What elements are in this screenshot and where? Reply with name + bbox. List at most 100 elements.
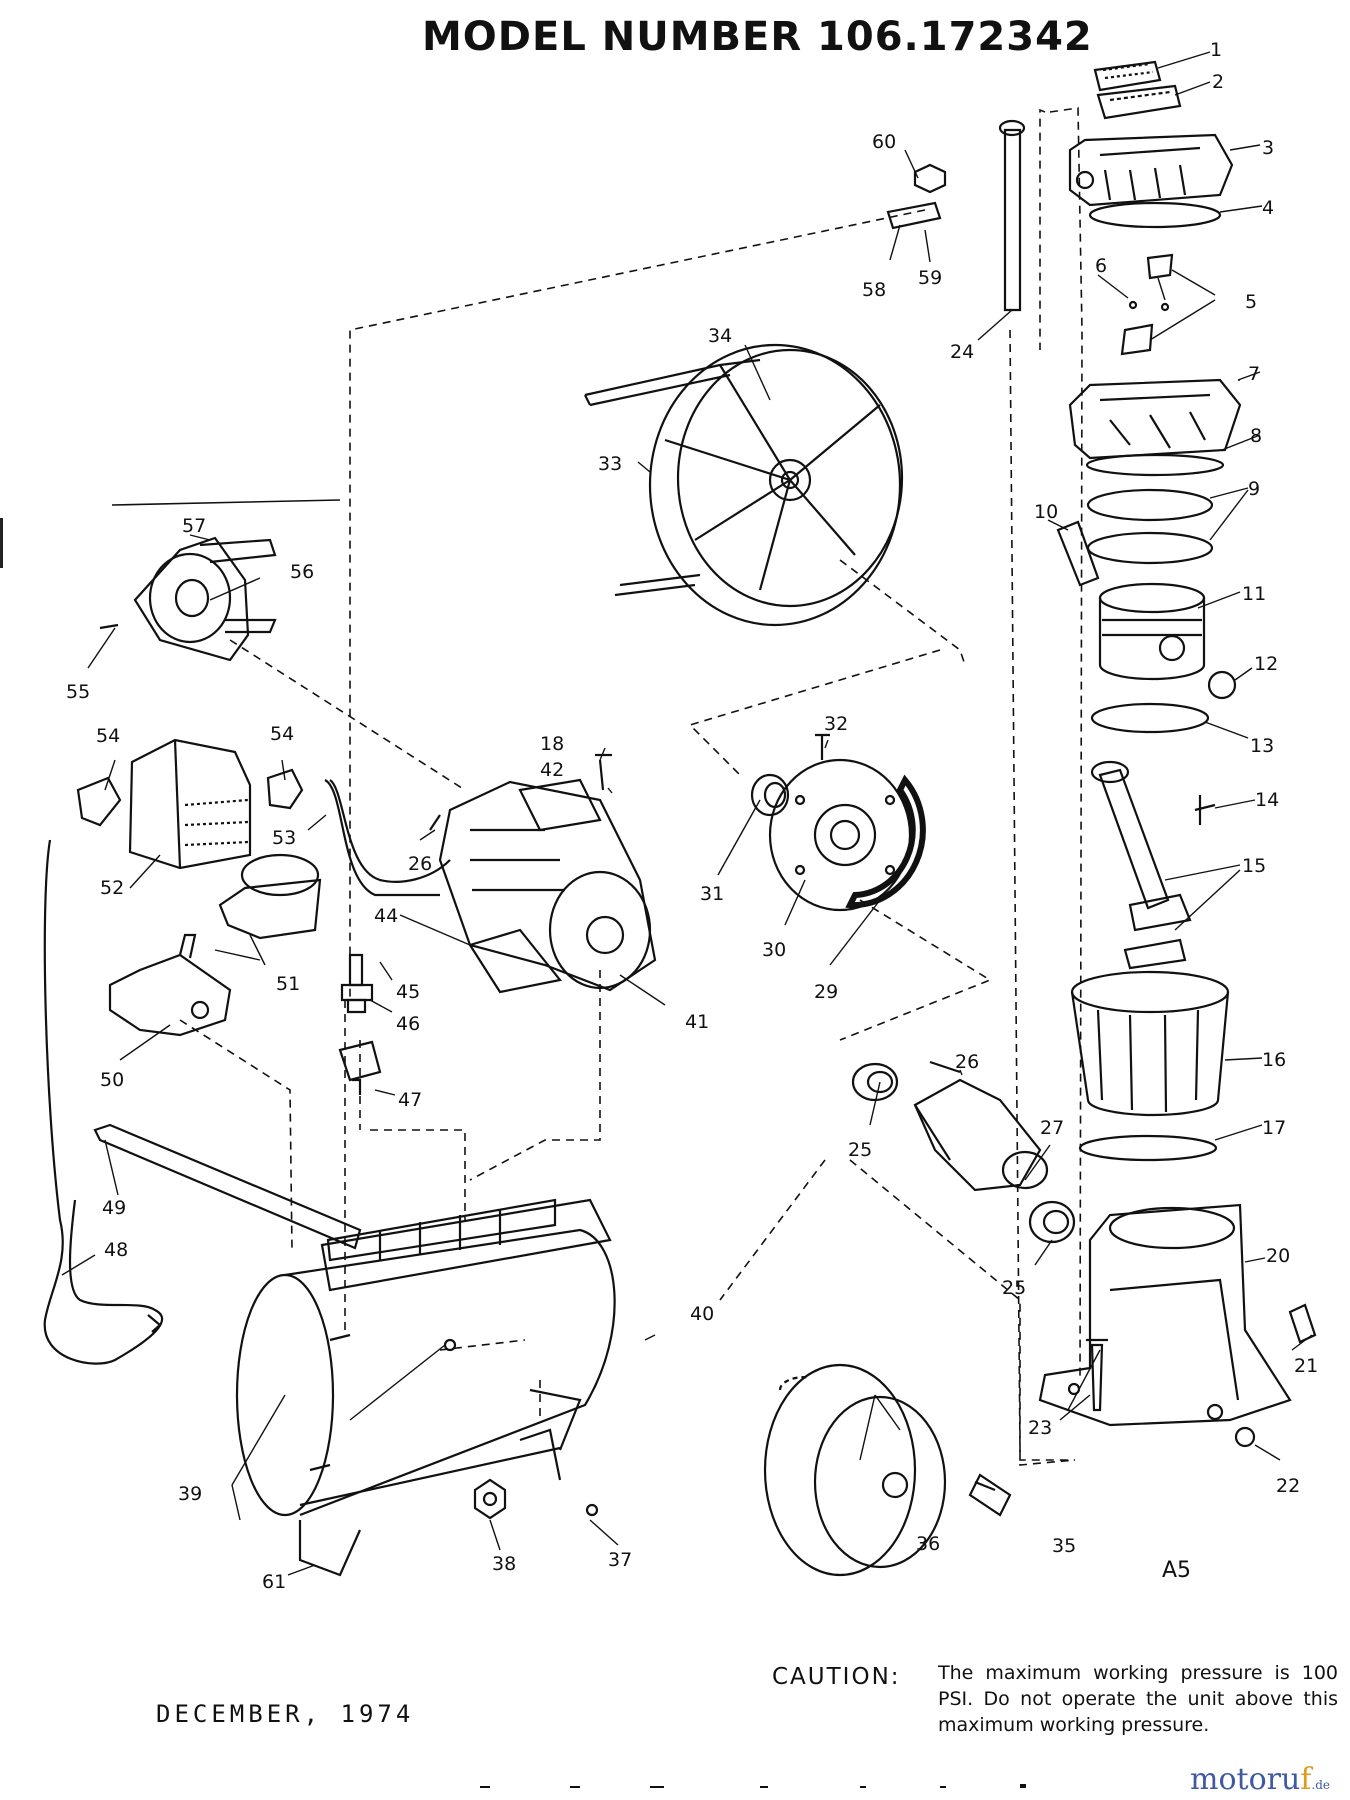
scan-specks — [480, 1784, 1026, 1788]
part-label: 24 — [950, 341, 974, 363]
motor — [438, 753, 657, 994]
part-label: 59 — [918, 267, 942, 289]
part-label: 12 — [1254, 653, 1278, 675]
part-label: 17 — [1262, 1117, 1286, 1139]
part-label: 42 — [540, 759, 564, 781]
part-label: 23 — [1028, 1417, 1052, 1439]
piston-ring-upper — [1086, 488, 1214, 522]
crankcase — [1038, 1203, 1292, 1427]
valve-body-gasket — [1085, 453, 1225, 477]
drain-plug — [1234, 1426, 1256, 1448]
part-label: 52 — [100, 877, 124, 899]
foot-nut-38 — [473, 1478, 507, 1520]
part-label: 54 — [96, 725, 120, 747]
valve-body — [1068, 378, 1242, 460]
leader-lines — [61, 51, 1313, 1576]
part-label: 55 — [66, 681, 90, 703]
part-label: 47 — [398, 1089, 422, 1111]
part-label: 22 — [1276, 1475, 1300, 1497]
check-valve — [218, 853, 322, 940]
end-cover — [768, 758, 912, 912]
part-label: 3 — [1262, 137, 1274, 159]
part-label: 25 — [848, 1139, 872, 1161]
wheel — [763, 1363, 947, 1577]
part-label: 37 — [608, 1549, 632, 1571]
part-label: 54 — [270, 723, 294, 745]
motor-key-26 — [429, 814, 441, 831]
part-label: 60 — [872, 131, 896, 153]
safety-valve — [340, 953, 374, 1014]
part-label: 13 — [1250, 735, 1274, 757]
page-code: A5 — [1162, 1558, 1192, 1583]
part-label: 14 — [1255, 789, 1279, 811]
part-label: 7 — [1248, 363, 1260, 385]
axle-bolt — [968, 1473, 1012, 1517]
air-tank — [235, 1198, 616, 1577]
pressure-switch — [128, 738, 252, 870]
switch-knob-right — [266, 768, 304, 810]
watermark-brand: motoru — [1190, 1762, 1301, 1797]
part-label: 20 — [1266, 1245, 1290, 1267]
part-label: 6 — [1095, 255, 1107, 277]
head-gasket — [1088, 201, 1222, 229]
flywheel — [584, 343, 904, 627]
part-label: 61 — [262, 1571, 286, 1593]
part-label: 46 — [396, 1013, 420, 1035]
part-label: 16 — [1262, 1049, 1286, 1071]
part-label: 58 — [862, 279, 886, 301]
crankshaft — [913, 1078, 1049, 1192]
bearing-25a — [851, 1062, 899, 1102]
motor-base-plate — [326, 1198, 557, 1262]
part-label: 18 — [540, 733, 564, 755]
part-label: 25 — [1002, 1277, 1026, 1299]
oil-fill-plug — [1288, 1303, 1317, 1344]
part-label: 9 — [1248, 478, 1260, 500]
part-label: 29 — [814, 981, 838, 1003]
part-label: 30 — [762, 939, 786, 961]
scan-edge-mark — [0, 518, 9, 568]
part-label: 34 — [708, 325, 732, 347]
reed-valves — [1120, 253, 1174, 356]
wrist-pin — [1056, 520, 1100, 587]
publication-date: DECEMBER, 1974 — [156, 1700, 415, 1728]
part-label: 32 — [824, 713, 848, 735]
part-label: 57 — [182, 515, 206, 537]
part-label: 35 — [1052, 1535, 1076, 1557]
part-label: 40 — [690, 1303, 714, 1325]
part-label: 53 — [272, 827, 296, 849]
connecting-rod — [1090, 760, 1216, 970]
valve-plate-top — [1093, 60, 1162, 92]
belt-guard — [133, 536, 277, 662]
watermark-logo: motoruf.de — [1190, 1762, 1330, 1797]
part-label: 4 — [1262, 197, 1274, 219]
handle — [93, 1123, 362, 1250]
part-label: 50 — [100, 1069, 124, 1091]
watermark-tld: .de — [1311, 1778, 1331, 1792]
part-label: 1 — [1210, 39, 1222, 61]
part-label: 27 — [1040, 1117, 1064, 1139]
part-label: 2 — [1212, 71, 1224, 93]
piston — [1098, 582, 1206, 681]
part-label: 8 — [1250, 425, 1262, 447]
part-label: 45 — [396, 981, 420, 1003]
nut-60 — [913, 163, 947, 194]
switch-knob-left — [76, 776, 122, 827]
piston-ring-lower — [1086, 531, 1214, 565]
screw-55 — [99, 623, 119, 630]
watermark-accent: f — [1300, 1762, 1312, 1797]
bearing-31 — [750, 773, 790, 817]
caution-label: CAUTION: — [772, 1664, 901, 1690]
tank-fitting — [338, 1040, 382, 1095]
part-number-labels: 1 2 3 4 5 6 7 8 9 10 11 12 13 14 15 16 1… — [66, 39, 1318, 1593]
bearing-25b — [1028, 1200, 1076, 1244]
divider-line — [111, 499, 341, 506]
part-label: 26 — [408, 853, 432, 875]
crankcase-bolt — [1086, 1338, 1108, 1412]
assembly-guide-lines — [179, 107, 1083, 1466]
part-label: 26 — [955, 1051, 979, 1073]
cover-gasket — [845, 774, 926, 909]
unloader-tube — [324, 779, 440, 897]
valve-plate-gasket — [1096, 84, 1182, 120]
part-label: 44 — [374, 905, 398, 927]
key-26 — [929, 1060, 961, 1074]
